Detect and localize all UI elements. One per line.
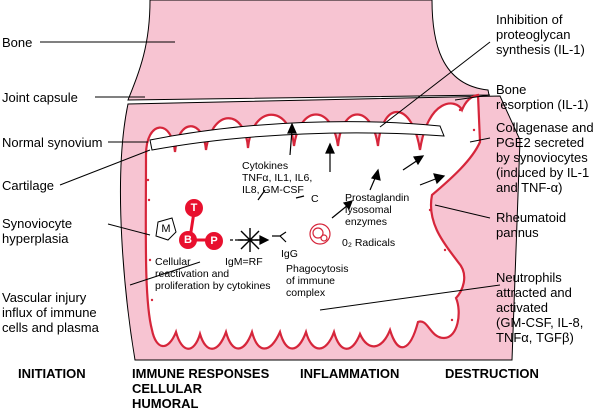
- stage-initiation: INITIATION: [18, 366, 86, 381]
- igg-molecule: [272, 231, 287, 243]
- left-leader-lines: [40, 41, 201, 286]
- cartilage-band: [149, 121, 445, 151]
- label-phagocytosis: Phagocytosis of immune complex: [286, 263, 349, 299]
- label-bone: Bone: [2, 35, 33, 50]
- macrophage-shape: [155, 217, 177, 241]
- igm-molecule: [238, 228, 262, 252]
- label-synoviocyte-hyperplasia: Synoviocyte hyperplasia: [2, 216, 73, 246]
- label-cytokines: Cytokines TNFα, IL1, IL6, IL8, GM-CSF: [242, 160, 313, 196]
- label-radicals: 0₂ Radicals: [342, 237, 396, 249]
- label-bone-resorption: Bone resorption (IL-1): [496, 82, 589, 112]
- macrophage-letter: M: [161, 223, 171, 235]
- label-cellular-reactivation: Cellular reactivation and proliferation …: [155, 256, 271, 292]
- label-igm-rf: IgM=RF: [225, 256, 263, 268]
- b-cell-letter: B: [184, 234, 192, 246]
- label-vascular-injury: Vascular injury influx of immune cells a…: [2, 290, 99, 335]
- t-cell-letter: T: [190, 202, 198, 214]
- plasma-cell-letter: P: [210, 235, 218, 247]
- label-rheumatoid-pannus: Rheumatoid pannus: [496, 210, 567, 240]
- stage-destruction: DESTRUCTION: [445, 366, 539, 381]
- synovial-lining-dots: [146, 108, 476, 322]
- phagocyte: [309, 223, 331, 245]
- label-normal-synovium: Normal synovium: [2, 135, 103, 150]
- lymphocyte-group: [179, 199, 223, 250]
- label-collagenase: Collagenase and PGE2 secreted by synovio…: [496, 120, 594, 195]
- label-igg: IgG: [281, 248, 298, 260]
- label-joint-capsule: Joint capsule: [2, 90, 78, 105]
- right-leader-lines: [319, 41, 501, 311]
- label-complement: C: [311, 193, 319, 205]
- label-prostaglandin: Prostaglandin lysosomal enzymes: [345, 192, 410, 228]
- stage-immune-responses: IMMUNE RESPONSES CELLULAR HUMORAL: [132, 366, 270, 411]
- label-cartilage: Cartilage: [2, 178, 55, 193]
- arrows: [230, 122, 446, 245]
- label-proteoglycan-inhibition: Inhibition of proteoglycan synthesis (IL…: [496, 12, 585, 57]
- stage-inflammation: INFLAMMATION: [300, 366, 400, 381]
- label-neutrophils: Neutrophils attracted and activated (GM-…: [496, 270, 584, 345]
